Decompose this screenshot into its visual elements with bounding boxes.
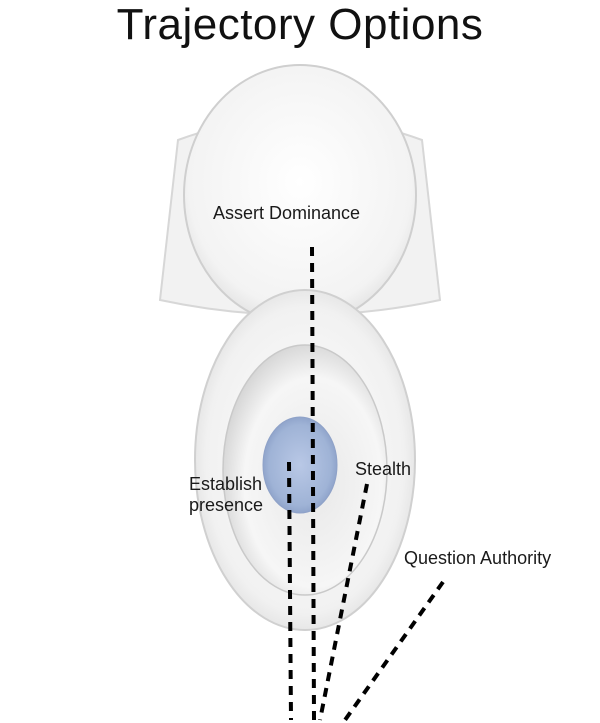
label-stealth: Stealth bbox=[355, 459, 412, 479]
trajectory-question-authority-line bbox=[343, 580, 445, 722]
trajectory-stealth-line bbox=[318, 483, 369, 721]
label-establish-presence: Establish presence bbox=[189, 474, 289, 516]
lid-shape bbox=[183, 64, 417, 326]
trajectory-establish-presence-line bbox=[287, 461, 293, 721]
page-title: Trajectory Options bbox=[116, 0, 484, 49]
label-assert-dominance: Assert Dominance bbox=[213, 203, 361, 223]
label-establish-line2: presence bbox=[189, 495, 264, 515]
water-shape bbox=[262, 416, 338, 514]
label-establish-line1: Establish bbox=[189, 474, 263, 494]
label-question-authority: Question Authority bbox=[404, 548, 552, 568]
